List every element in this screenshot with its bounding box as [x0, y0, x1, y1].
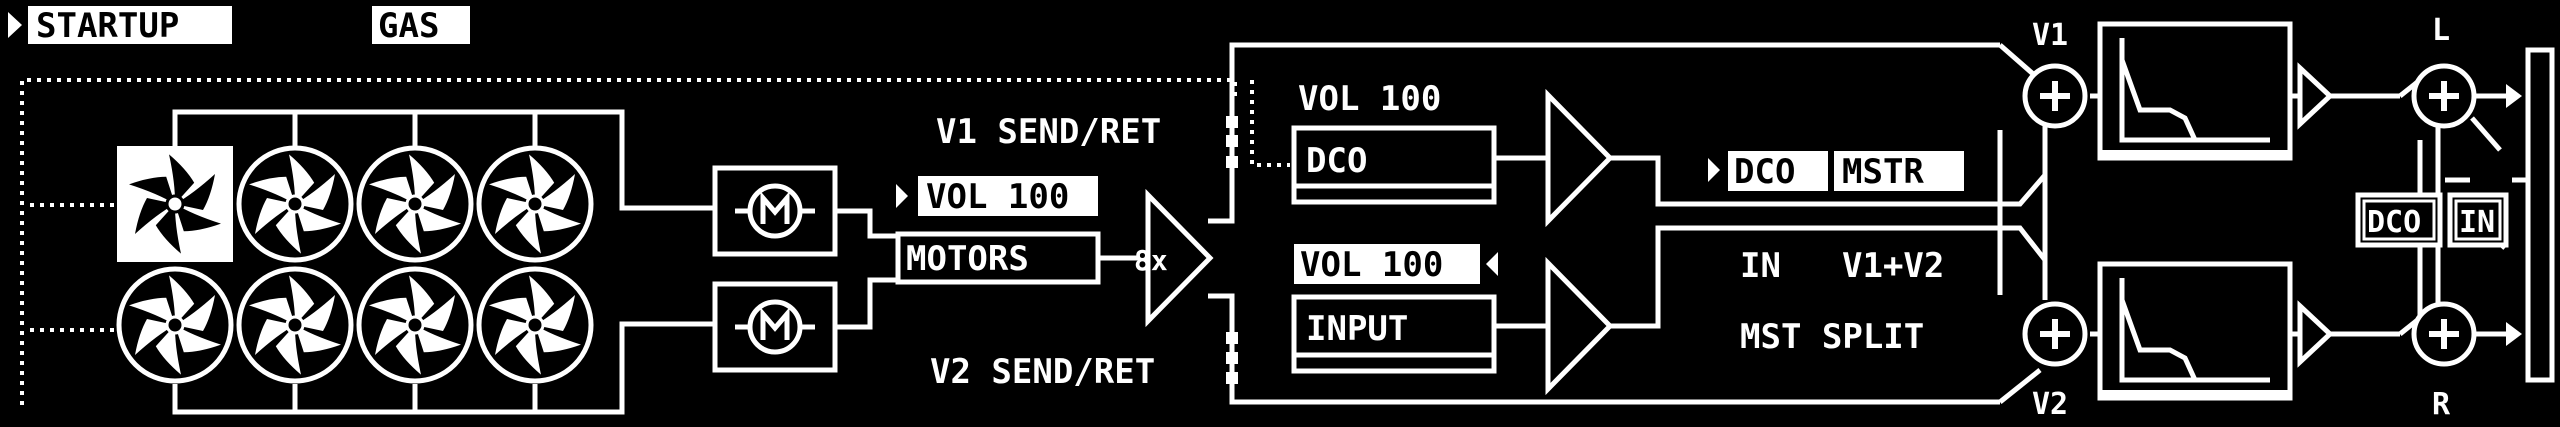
- fan-bus-lines: [172, 109, 715, 415]
- startup-button[interactable]: STARTUP: [8, 6, 232, 46]
- left-arrow-icon: [1486, 252, 1498, 276]
- input-strip[interactable]: INPUT: [1291, 294, 1497, 374]
- mst-split-label: MST SPLIT: [1740, 317, 1924, 357]
- route-dco-label: DCO: [1734, 152, 1795, 192]
- output-dco-label: DCO: [2367, 205, 2421, 240]
- play-arrow-icon: [896, 184, 908, 208]
- dco-strip[interactable]: DCO: [1291, 125, 1497, 205]
- v1-out-amp: [2297, 62, 2334, 130]
- output-dco-button[interactable]: DCO: [2355, 192, 2443, 248]
- route-in-label: IN: [1740, 246, 1781, 286]
- fan-icon[interactable]: [116, 266, 234, 384]
- motor-2[interactable]: [712, 281, 838, 373]
- input-vol-label: VOL 100: [1300, 245, 1443, 285]
- input-amp: [1545, 256, 1614, 396]
- fan-icon[interactable]: [117, 146, 233, 262]
- route-mstr-label: MSTR: [1842, 152, 1924, 192]
- startup-label: STARTUP: [36, 6, 179, 46]
- output-meter: [2525, 47, 2555, 383]
- mstr-route-button[interactable]: MSTR: [1834, 151, 1964, 192]
- gas-button[interactable]: GAS: [372, 6, 470, 46]
- left-mixer[interactable]: [2411, 63, 2477, 129]
- fan-icon[interactable]: [236, 266, 354, 384]
- arrow-right-icon: [2506, 84, 2522, 108]
- motors-label: MOTORS: [906, 239, 1029, 279]
- dotted-connections: [20, 78, 1290, 405]
- fan-icon[interactable]: [236, 145, 354, 263]
- motors-button[interactable]: MOTORS: [895, 231, 1101, 285]
- motors-vol-label: VOL 100: [926, 177, 1069, 217]
- v1-envelope-display[interactable]: [2097, 21, 2293, 161]
- dco-vol-label: VOL 100: [1298, 79, 1441, 119]
- motor-icon: [747, 183, 803, 239]
- dco-route-button[interactable]: DCO: [1708, 151, 1828, 192]
- fan-icon[interactable]: [356, 266, 474, 384]
- plus-icon: [2429, 81, 2459, 111]
- input-label: INPUT: [1306, 309, 1408, 349]
- motors-volume[interactable]: VOL 100: [896, 176, 1098, 217]
- dco-amp: [1545, 88, 1614, 228]
- v2-envelope-display[interactable]: [2097, 261, 2293, 401]
- right-mixer[interactable]: [2411, 301, 2477, 367]
- v2-send-ret-label: V2 SEND/RET: [930, 352, 1155, 392]
- v1-send-ret-label: V1 SEND/RET: [936, 112, 1161, 152]
- multiplier-amp: 8x: [1134, 188, 1214, 328]
- play-arrow-icon: [8, 12, 22, 38]
- plus-icon: [2040, 319, 2070, 349]
- output-in-button[interactable]: IN: [2447, 192, 2509, 248]
- plus-icon: [2429, 319, 2459, 349]
- motor-1[interactable]: [712, 165, 838, 257]
- play-arrow-icon: [1708, 158, 1720, 182]
- v2-out-amp: [2297, 300, 2334, 368]
- strip-wires: [1494, 155, 1990, 329]
- r-out-arrow: [2474, 322, 2522, 346]
- fan-grid: [116, 145, 594, 384]
- dco-label: DCO: [1306, 141, 1367, 181]
- l-label: L: [2432, 13, 2450, 48]
- gas-label: GAS: [378, 6, 439, 46]
- send-ret-jacks[interactable]: [1226, 116, 1238, 384]
- motor-icon: [747, 299, 803, 355]
- arrow-right-icon: [2506, 322, 2522, 346]
- l-out-arrow: [2474, 84, 2522, 108]
- route-v1v2-label: V1+V2: [1842, 246, 1944, 286]
- input-volume[interactable]: VOL 100: [1294, 244, 1498, 285]
- fan-icon[interactable]: [476, 266, 594, 384]
- multiplier-label: 8x: [1134, 244, 1168, 277]
- motor-wires: [835, 208, 1140, 330]
- v1-label: V1: [2032, 18, 2068, 53]
- output-in-label: IN: [2459, 205, 2495, 240]
- plus-icon: [2040, 81, 2070, 111]
- r-label: R: [2432, 387, 2451, 422]
- fan-icon[interactable]: [356, 145, 474, 263]
- v2-label: V2: [2032, 387, 2068, 422]
- fan-icon[interactable]: [476, 145, 594, 263]
- v1-mixer[interactable]: [2022, 63, 2088, 129]
- v2-mixer[interactable]: [2022, 301, 2088, 367]
